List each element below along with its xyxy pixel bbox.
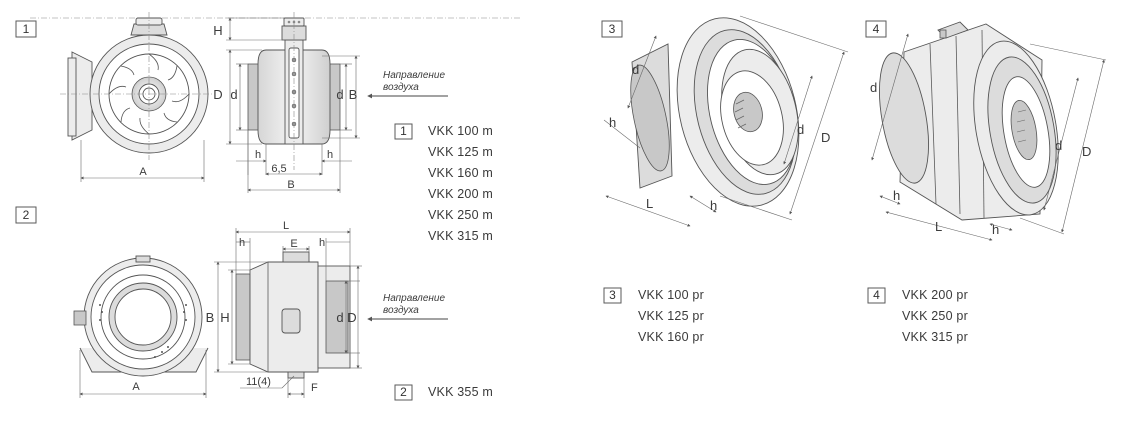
svg-text:h: h	[609, 115, 616, 130]
section4-isometric-fan: d h L h d D	[870, 21, 1107, 241]
svg-text:D: D	[821, 130, 830, 145]
section1-list-badge: 1	[394, 123, 413, 140]
svg-text:h: h	[893, 188, 900, 203]
svg-text:D: D	[347, 310, 356, 325]
svg-text:d: d	[1055, 138, 1062, 153]
section2-front-view: A	[73, 255, 209, 398]
section1-side-view: H D d d B h h 6,5 B	[213, 12, 360, 193]
model-label: VKK 200 pr	[902, 288, 968, 302]
svg-text:h: h	[239, 237, 245, 249]
svg-text:h: h	[255, 149, 261, 161]
section3-badge: 3	[601, 20, 623, 38]
model-label: VKK 160 m	[428, 166, 494, 180]
section1-front-view: A	[60, 12, 214, 182]
svg-text:h: h	[992, 222, 999, 237]
section4-badge: 4	[865, 20, 887, 38]
svg-text:11(4): 11(4)	[246, 376, 271, 388]
model-label: VKK 315 pr	[902, 330, 968, 344]
section1-badge: 1	[15, 20, 37, 38]
svg-text:h: h	[710, 198, 717, 213]
model-label: VKK 315 m	[428, 229, 494, 243]
svg-text:A: A	[132, 381, 140, 393]
svg-text:B: B	[287, 179, 294, 191]
model-label: VKK 125 m	[428, 145, 494, 159]
svg-text:h: h	[319, 237, 325, 249]
svg-text:d: d	[797, 122, 804, 137]
svg-text:B: B	[206, 310, 215, 325]
svg-text:4: 4	[873, 288, 880, 302]
svg-text:d: d	[336, 310, 343, 325]
section2-airflow-arrow: Направление воздуха	[367, 293, 448, 322]
model-label: VKK 355 m	[428, 385, 494, 399]
svg-text:воздуха: воздуха	[383, 82, 419, 93]
svg-text:h: h	[327, 149, 333, 161]
section2-badge: 2	[15, 206, 37, 224]
svg-text:Направление: Направление	[383, 70, 445, 81]
model-label: VKK 100 pr	[638, 288, 704, 302]
svg-text:воздуха: воздуха	[383, 305, 419, 316]
svg-text:1: 1	[400, 124, 407, 138]
svg-text:4: 4	[873, 22, 880, 36]
svg-text:E: E	[290, 238, 297, 250]
svg-text:L: L	[283, 220, 289, 232]
section1-airflow-arrow: Направление воздуха	[367, 70, 448, 99]
svg-text:L: L	[935, 219, 942, 234]
section2-list-badge: 2	[394, 384, 413, 401]
svg-text:1: 1	[23, 22, 30, 36]
svg-text:6,5: 6,5	[271, 163, 286, 175]
svg-text:F: F	[311, 382, 318, 394]
model-label: VKK 100 m	[428, 124, 494, 138]
model-label: VKK 125 pr	[638, 309, 704, 323]
svg-text:2: 2	[23, 208, 30, 222]
svg-text:3: 3	[609, 22, 616, 36]
section3-list-badge: 3	[603, 287, 622, 304]
model-label: VKK 160 pr	[638, 330, 704, 344]
svg-text:d: d	[870, 80, 877, 95]
svg-text:A: A	[139, 166, 147, 178]
svg-text:2: 2	[400, 385, 407, 399]
svg-text:B: B	[349, 87, 358, 102]
model-label: VKK 250 m	[428, 208, 494, 222]
svg-text:Направление: Направление	[383, 293, 445, 304]
svg-text:H: H	[213, 23, 222, 38]
section4-list-badge: 4	[867, 287, 886, 304]
svg-text:H: H	[220, 310, 229, 325]
svg-text:D: D	[213, 87, 222, 102]
svg-text:3: 3	[609, 288, 616, 302]
svg-text:d: d	[230, 87, 237, 102]
model-label: VKK 250 pr	[902, 309, 968, 323]
model-label: VKK 200 m	[428, 187, 494, 201]
svg-text:d: d	[632, 62, 639, 77]
svg-text:D: D	[1082, 144, 1091, 159]
svg-text:L: L	[646, 196, 653, 211]
section3-isometric-fan: d h L h d D	[603, 15, 849, 227]
section2-side-view: L h h E B H d D 11(4) F	[206, 220, 362, 398]
svg-text:d: d	[336, 87, 343, 102]
